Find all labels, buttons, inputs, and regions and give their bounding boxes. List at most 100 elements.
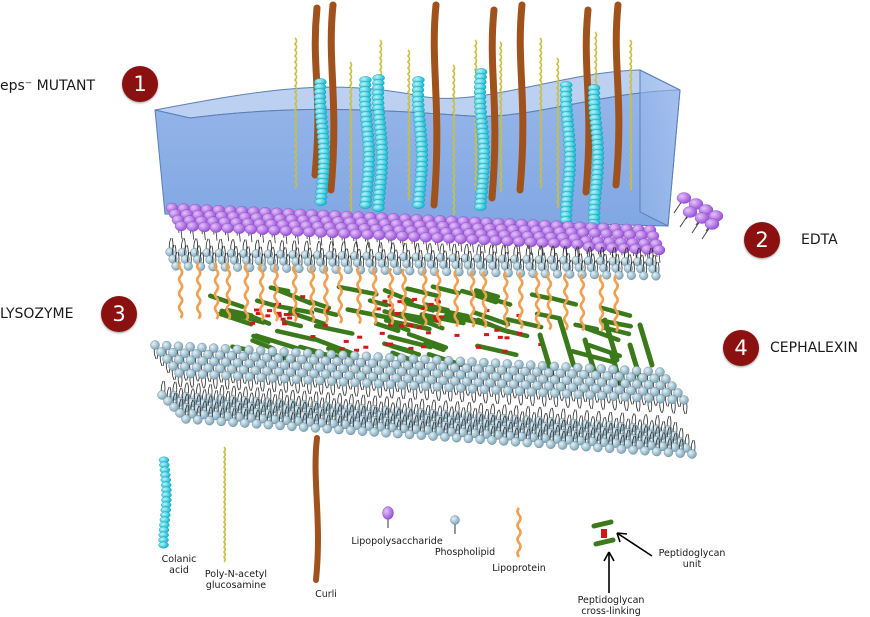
im-top-phospholipid-head	[596, 377, 607, 387]
legend-pg-unit-arrow	[616, 532, 653, 557]
im-top-phospholipid-head	[332, 370, 343, 380]
im-top-phospholipid-head	[467, 383, 478, 394]
im-top-phospholipid-head	[396, 353, 407, 363]
lps-head	[291, 226, 304, 237]
lps-head	[233, 223, 246, 234]
lps-head	[174, 220, 188, 232]
im-bottom-phospholipid-head	[687, 449, 697, 459]
im-bottom-phospholipid-head	[534, 438, 544, 449]
im-top-phospholipid-head	[532, 367, 542, 377]
im-top-phospholipid-head	[438, 362, 448, 372]
curli-fiber	[612, 1, 623, 189]
lipoprotein	[517, 271, 524, 330]
colanic-acid-unit	[412, 201, 425, 209]
legend-lipoprotein-label: Lipoprotein	[492, 563, 546, 574]
peptidoglycan-strand	[311, 336, 354, 356]
peptidoglycan-strand	[276, 304, 315, 315]
im-top-phospholipid-head	[631, 366, 642, 376]
im-top-phospholipid-head	[514, 373, 525, 383]
im-top-phospholipid-head	[532, 380, 542, 391]
im-top-phospholipid-head	[643, 366, 653, 377]
im-bottom-phospholipid-head	[428, 431, 438, 441]
lps-head	[571, 239, 584, 250]
pnag-strand	[406, 49, 411, 201]
im-top-phospholipid-head	[320, 356, 331, 366]
peptidoglycan-strand	[471, 310, 511, 327]
pnag-strand	[293, 37, 298, 189]
peptidoglycan-crosslink	[254, 308, 260, 312]
im-bottom-phospholipid-head	[675, 448, 685, 458]
im-top-phospholipid-head	[255, 345, 266, 356]
lipoprotein	[356, 266, 362, 325]
im-top-phospholipid-head	[221, 370, 231, 381]
im-top-phospholipid-head	[456, 383, 466, 393]
im-top-phospholipid-head	[426, 375, 437, 385]
peptidoglycan-crosslink	[310, 335, 316, 339]
im-top-phospholipid-head	[608, 364, 618, 375]
im-top-phospholipid-head	[291, 347, 301, 358]
lps-head	[361, 229, 374, 240]
lipoprotein	[225, 262, 232, 321]
pnag-strand	[538, 37, 543, 189]
im-top-phospholipid-head	[385, 366, 395, 376]
im-bottom-phospholipid-head	[404, 429, 415, 440]
im-top-phospholipid-head	[385, 379, 396, 390]
peptidoglycan-crosslink	[517, 331, 523, 335]
im-top-phospholipid-head	[373, 352, 383, 362]
lps-head	[396, 230, 409, 242]
im-top-phospholipid-head	[555, 368, 566, 379]
lipoprotein	[613, 274, 619, 333]
im-top-phospholipid-head	[673, 388, 683, 398]
peptidoglycan-strand	[336, 284, 379, 297]
lipoprotein	[598, 274, 605, 332]
lipoprotein	[273, 264, 279, 322]
im-top-phospholipid-head	[614, 371, 624, 382]
im-top-phospholipid-head	[397, 380, 407, 390]
im-top-phospholipid-head	[350, 377, 360, 388]
peptidoglycan-strand	[373, 321, 401, 334]
peptidoglycan-crosslink	[339, 347, 345, 351]
im-top-phospholipid-head	[397, 366, 407, 377]
om-phospholipid-head	[651, 271, 661, 281]
im-top-phospholipid-head	[514, 359, 524, 370]
im-top-phospholipid-head	[414, 361, 425, 371]
legend-pnag-label: Poly-N-acetyl glucosamine	[204, 569, 268, 591]
peptidoglycan-crosslink	[363, 345, 369, 349]
im-bottom-phospholipid-head	[322, 424, 332, 434]
im-top-phospholipid-head	[485, 378, 495, 388]
legend-phospholipid-label: Phospholipid	[434, 547, 496, 558]
inner-membrane	[150, 340, 697, 459]
im-top-phospholipid-head	[443, 355, 454, 366]
im-top-phospholipid-head	[584, 363, 595, 373]
peptidoglycan-crosslink	[476, 345, 482, 349]
im-top-phospholipid-head	[197, 342, 207, 353]
peptidoglycan-crosslink	[255, 312, 261, 316]
lipoprotein	[337, 266, 343, 324]
im-top-phospholipid-head	[244, 372, 255, 382]
im-top-phospholipid-head	[291, 361, 301, 371]
legend-pg-crosslink-icon	[601, 529, 607, 538]
peptidoglycan-crosslink	[343, 339, 349, 343]
pnag-strand	[498, 41, 503, 193]
im-top-phospholipid-head	[267, 346, 278, 356]
lps-head	[303, 226, 316, 238]
im-top-phospholipid-head	[244, 345, 254, 355]
im-top-phospholipid-head	[479, 357, 489, 368]
im-top-phospholipid-head	[567, 382, 578, 393]
peptidoglycan-strand	[274, 328, 317, 342]
peptidoglycan-crosslink	[265, 314, 271, 318]
pnag-strand	[555, 57, 560, 209]
om-phospholipid-head	[491, 268, 501, 278]
im-top-phospholipid-head	[602, 384, 613, 394]
peptidoglycan-crosslink	[408, 346, 414, 350]
im-top-phospholipid-head	[649, 387, 660, 397]
im-top-phospholipid-head	[232, 358, 243, 368]
lps-head	[431, 232, 444, 244]
legend-phospholipid-icon	[450, 515, 460, 525]
peptidoglycan-crosslink	[420, 306, 426, 310]
om-phospholipid-head	[405, 266, 415, 276]
im-top-phospholipid-head	[585, 390, 595, 400]
legend-lipoprotein-icon	[516, 507, 522, 558]
lps-head	[326, 227, 339, 239]
peptidoglycan-crosslink	[382, 299, 388, 303]
